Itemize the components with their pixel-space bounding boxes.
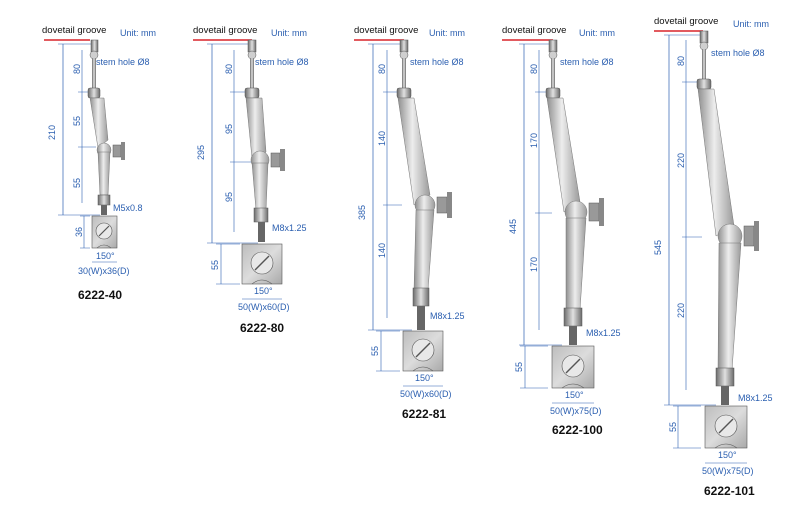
thread-size: M5x0.8 (113, 203, 143, 213)
stem-hole-label: stem hole Ø8 (255, 57, 309, 67)
base-height: 55 (370, 346, 380, 356)
thread-size: M8x1.25 (272, 223, 307, 233)
thread-size: M8x1.25 (430, 311, 465, 321)
stem-hole-label: stem hole Ø8 (560, 57, 614, 67)
segment-2-length: 55 (72, 178, 82, 188)
unit-label: Unit: mm (120, 28, 156, 38)
stand-6222-80: dovetail groove Unit: mm 295 80 95 95 st… (193, 25, 309, 335)
upper-arm-length: 80 (676, 56, 686, 66)
segment-2-length: 170 (529, 257, 539, 272)
dovetail-label: dovetail groove (502, 25, 566, 36)
base-size: 50(W)x60(D) (238, 302, 290, 312)
angle-label: 150° (565, 390, 584, 400)
base-size: 50(W)x75(D) (702, 466, 754, 476)
base-height: 55 (210, 260, 220, 270)
segment-1-length: 55 (72, 116, 82, 126)
dovetail-label: dovetail groove (42, 25, 106, 36)
dovetail-label: dovetail groove (193, 25, 257, 36)
segment-1-length: 95 (224, 124, 234, 134)
angle-label: 150° (254, 286, 273, 296)
model-number: 6222-100 (552, 423, 603, 437)
angle-label: 150° (96, 251, 115, 261)
segment-1-length: 220 (676, 153, 686, 168)
dovetail-label: dovetail groove (354, 25, 418, 36)
stem-hole-label: stem hole Ø8 (410, 57, 464, 67)
upper-arm-length: 80 (529, 64, 539, 74)
thread-size: M8x1.25 (738, 393, 773, 403)
model-number: 6222-80 (240, 321, 284, 335)
model-number: 6222-40 (78, 288, 122, 302)
segment-2-length: 140 (377, 243, 387, 258)
upper-arm-length: 80 (377, 64, 387, 74)
stem-hole-label: stem hole Ø8 (711, 48, 765, 58)
stand-6222-81: dovetail groove Unit: mm 385 80 140 140 … (354, 25, 465, 421)
base-height: 55 (668, 422, 678, 432)
model-number: 6222-81 (402, 407, 446, 421)
stand-6222-40: dovetail groove Unit: mm 210 80 55 55 st… (42, 25, 156, 302)
model-number: 6222-101 (704, 484, 755, 498)
base-size: 30(W)x36(D) (78, 266, 130, 276)
segment-1-length: 140 (377, 131, 387, 146)
unit-label: Unit: mm (271, 28, 307, 38)
angle-label: 150° (718, 450, 737, 460)
unit-label: Unit: mm (733, 19, 769, 29)
base-size: 50(W)x75(D) (550, 406, 602, 416)
upper-arm-length: 80 (224, 64, 234, 74)
thread-size: M8x1.25 (586, 328, 621, 338)
unit-label: Unit: mm (429, 28, 465, 38)
segment-2-length: 220 (676, 303, 686, 318)
overall-height: 545 (653, 240, 663, 255)
base-height: 36 (74, 227, 84, 237)
base-height: 55 (514, 362, 524, 372)
angle-label: 150° (415, 373, 434, 383)
stand-6222-101: dovetail groove Unit: mm 545 80 220 220 … (653, 16, 773, 498)
dovetail-label: dovetail groove (654, 16, 718, 27)
upper-arm-length: 80 (72, 64, 82, 74)
overall-height: 445 (508, 219, 518, 234)
segment-1-length: 170 (529, 133, 539, 148)
segment-2-length: 95 (224, 192, 234, 202)
stand-6222-100: dovetail groove Unit: mm 445 80 170 170 … (502, 25, 621, 437)
overall-height: 295 (196, 145, 206, 160)
base-size: 50(W)x60(D) (400, 389, 452, 399)
overall-height: 385 (357, 205, 367, 220)
unit-label: Unit: mm (579, 28, 615, 38)
overall-height: 210 (47, 125, 57, 140)
stem-hole-label: stem hole Ø8 (96, 57, 150, 67)
